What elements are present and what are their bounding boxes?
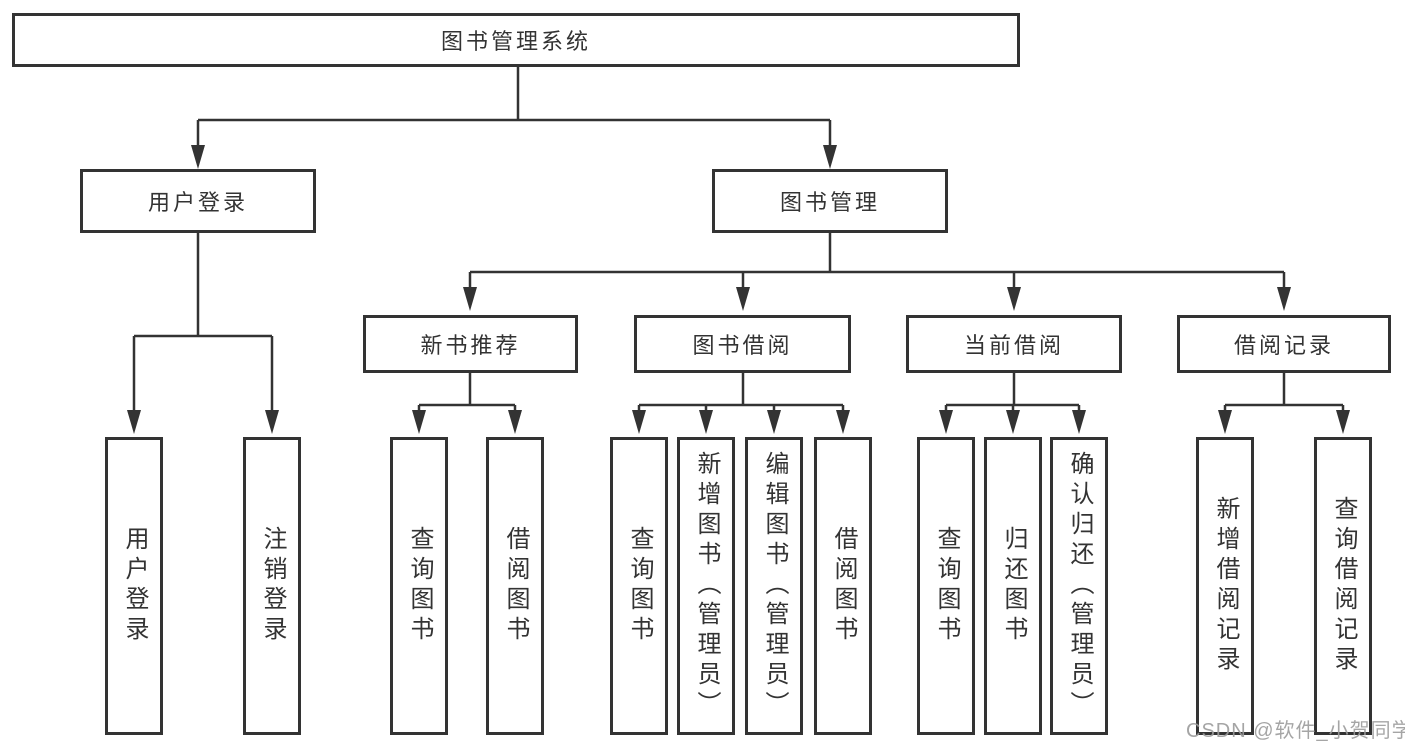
node-root-system: 图书管理系统	[12, 13, 1020, 67]
leaf-query-books-borrow: 查询图书	[610, 437, 668, 735]
leaf-query-books-current: 查询图书	[917, 437, 975, 735]
connector-current-borrow-to-leaves	[939, 373, 1086, 434]
node-book-management-label: 图书管理	[779, 190, 880, 215]
leaf-borrow-books: 借阅图书	[814, 437, 872, 735]
leaf-return-book: 归还图书	[984, 437, 1042, 735]
connector-root-to-level2	[191, 67, 837, 169]
node-current-borrow-label: 当前借阅	[963, 333, 1064, 358]
leaf-query-borrow-record: 查询借阅记录	[1314, 437, 1372, 735]
connector-book-management-to-level3	[463, 233, 1291, 311]
node-user-login: 用户登录	[80, 169, 316, 233]
leaf-borrow-books-recommend: 借阅图书	[486, 437, 544, 735]
leaf-logout: 注销登录	[243, 437, 301, 735]
node-borrow-records: 借阅记录	[1177, 315, 1391, 373]
connector-borrow-records-to-leaves	[1218, 373, 1350, 434]
leaf-confirm-return-admin: 确认归还（管理员）	[1050, 437, 1108, 735]
csdn-watermark: CSDN @软件_小贺同学	[1186, 720, 1405, 742]
node-root-label: 图书管理系统	[440, 29, 591, 54]
node-book-borrow: 图书借阅	[634, 315, 851, 373]
leaf-query-books-recommend: 查询图书	[390, 437, 448, 735]
node-borrow-records-label: 借阅记录	[1233, 333, 1334, 358]
node-book-management: 图书管理	[712, 169, 948, 233]
node-book-borrow-label: 图书借阅	[692, 333, 793, 358]
leaf-user-login: 用户登录	[105, 437, 163, 735]
node-current-borrow: 当前借阅	[906, 315, 1122, 373]
connector-book-borrow-to-leaves	[632, 373, 850, 434]
connector-user-login-to-leaves	[127, 233, 279, 434]
node-new-book-recommend: 新书推荐	[363, 315, 578, 373]
node-user-login-label: 用户登录	[147, 190, 248, 215]
leaf-add-book-admin: 新增图书（管理员）	[677, 437, 735, 735]
node-new-book-recommend-label: 新书推荐	[420, 333, 521, 358]
leaf-add-borrow-record: 新增借阅记录	[1196, 437, 1254, 735]
connector-new-book-recommend-to-leaves	[412, 373, 522, 434]
leaf-edit-book-admin: 编辑图书（管理员）	[745, 437, 803, 735]
